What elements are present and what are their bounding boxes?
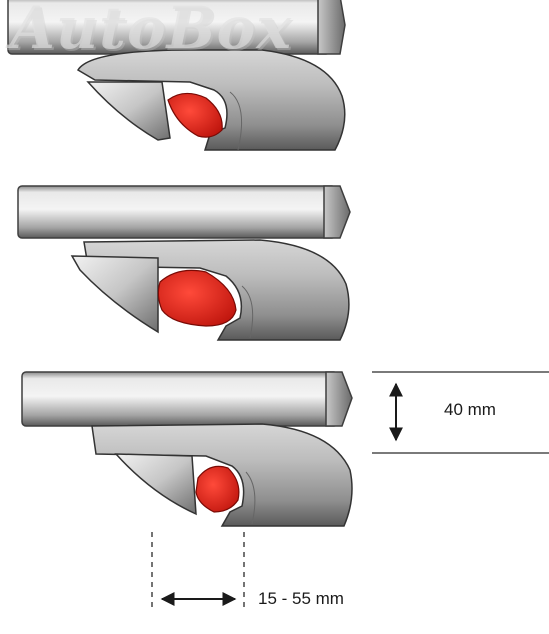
clamp-claw [70,255,159,334]
clamp-claw [114,453,197,516]
assembly-bottom [21,371,353,527]
assembly-middle [17,185,351,341]
height-dimension [372,371,549,454]
assembly-top [7,0,346,151]
roof-bar [7,0,346,55]
roof-bar [21,371,353,427]
width-dimension [151,532,245,610]
rubber-pad [167,92,223,138]
height-dimension-label: 40 mm [444,400,496,419]
rubber-pad [195,465,240,513]
width-dimension-label: 15 - 55 mm [258,589,344,608]
foot-body [76,49,346,151]
foot-body [91,423,353,527]
clamp-claw [86,81,171,141]
rubber-pad [157,269,237,327]
roof-bar [17,185,351,239]
